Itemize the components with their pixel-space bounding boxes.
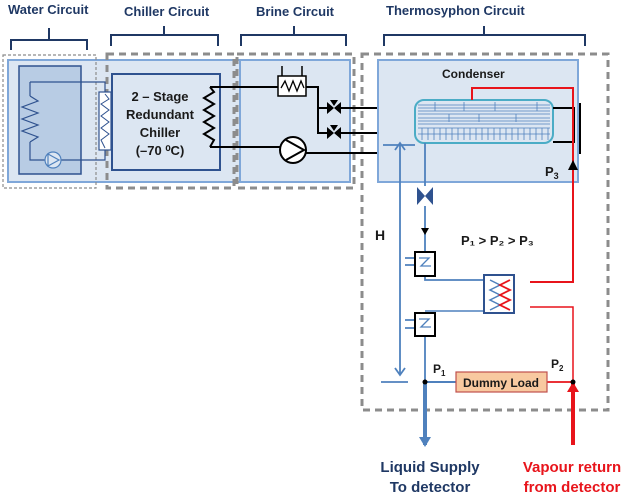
- brine-pump-icon: [279, 136, 307, 164]
- brace-brine: [240, 26, 347, 46]
- brace-water: [10, 28, 88, 50]
- height-arrow-bottom-icon: [394, 367, 406, 377]
- chiller-evaporator-coil-icon: [202, 86, 216, 148]
- liquid-supply-label-line2: To detector: [390, 479, 471, 496]
- vapour-return-label-line2: from detector: [524, 479, 621, 496]
- pressure-relation-label: P₁ > P₂ > P₃: [461, 233, 534, 248]
- water-heater-coil: [20, 95, 40, 143]
- water-circuit-boundary: [2, 54, 97, 189]
- chiller-label-line2: Redundant: [126, 107, 195, 122]
- junction-p2: [570, 379, 576, 385]
- dummy-load: [455, 371, 548, 393]
- brine-heater-icon: [277, 66, 307, 97]
- counterflow-heat-exchanger: [483, 274, 515, 314]
- chiller-label-line1: 2 – Stage: [131, 89, 188, 104]
- subcooler-upper: [414, 251, 436, 277]
- brine-valve-lower: [327, 127, 341, 139]
- header-water-circuit: Water Circuit: [8, 2, 89, 17]
- liquid-supply-label-line1: Liquid Supply: [380, 459, 480, 476]
- subcooler-lower: [414, 312, 436, 337]
- liquid-valve-icon: [417, 187, 433, 205]
- height-arrow-top-icon: [394, 141, 406, 151]
- brace-chiller: [110, 26, 219, 46]
- liquid-outlet-arrow-icon: [419, 437, 431, 447]
- vapour-flow-arrow-icon: [568, 160, 578, 170]
- condenser-grid: [421, 128, 549, 140]
- brace-thermosyphon: [383, 26, 586, 46]
- chiller-label-line3: Chiller: [140, 125, 180, 140]
- liquid-flow-arrow-icon: [421, 228, 429, 235]
- header-chiller-circuit: Chiller Circuit: [124, 4, 210, 19]
- header-thermosyphon-circuit: Thermosyphon Circuit: [386, 3, 525, 18]
- brine-valve-icons: [327, 100, 341, 139]
- water-loop: [20, 81, 106, 161]
- condenser-label: Condenser: [442, 67, 505, 81]
- chiller-circuit-boundary: [105, 52, 236, 190]
- p3-label: P3: [545, 164, 559, 181]
- p1-label: P1: [433, 362, 446, 378]
- header-braces: [10, 26, 586, 50]
- thermosyphon-circuit-boundary: [360, 52, 610, 412]
- p2-label: P2: [551, 357, 564, 373]
- dummy-load-label: Dummy Load: [463, 376, 539, 390]
- water-pump-icon: [44, 151, 62, 169]
- vapour-return-label-line1: Vapour return: [523, 459, 621, 476]
- chiller-unit: [111, 73, 221, 171]
- condenser-vessel: [414, 99, 554, 144]
- water-chiller-heat-exchanger: [98, 91, 112, 151]
- brine-valve-upper: [327, 102, 341, 114]
- height-label: H: [375, 227, 385, 243]
- chiller-label-line4: (–70 ⁰C): [136, 143, 185, 158]
- vapour-inlet-arrow-icon: [567, 382, 579, 392]
- heat-exchanger-coil-icon: [100, 93, 110, 149]
- header-brine-circuit: Brine Circuit: [256, 4, 335, 19]
- junction-p1: [422, 379, 428, 385]
- brine-circuit-boundary: [235, 52, 356, 190]
